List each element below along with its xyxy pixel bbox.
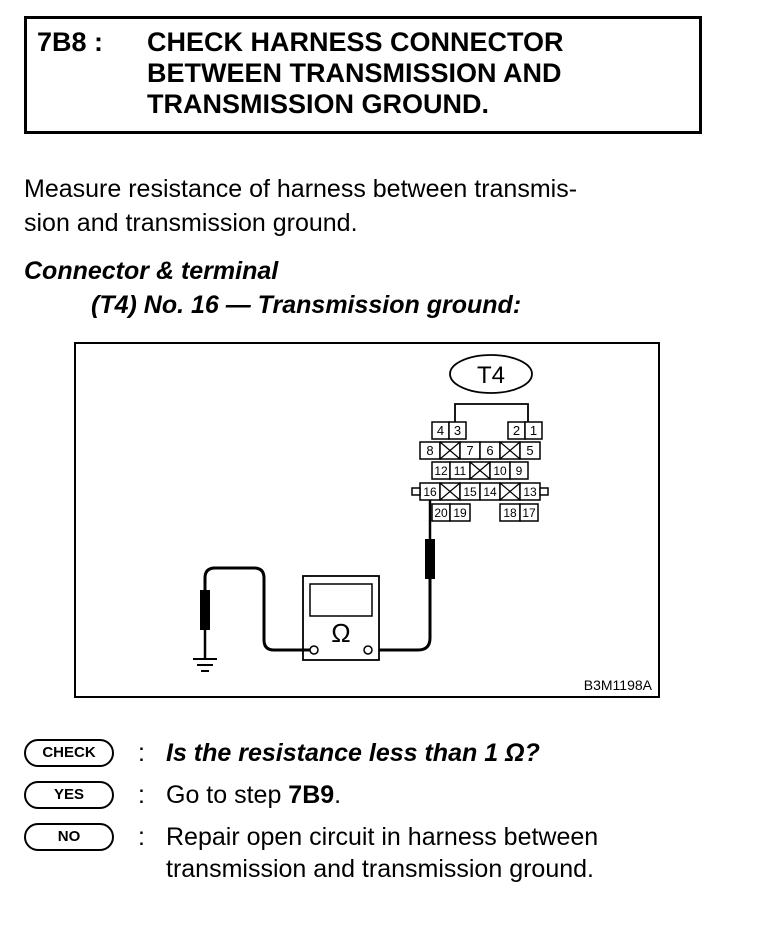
terminal-number: 12 — [434, 464, 448, 478]
meter-terminal-left — [309, 645, 319, 655]
yes-row: YES : Go to step 7B9. — [20, 779, 740, 815]
ohmmeter-display — [309, 583, 373, 617]
terminal-number: 7 — [466, 443, 473, 458]
terminal-cell — [519, 503, 539, 522]
yes-badge: YES — [24, 781, 114, 809]
check-question: Is the resistance less than 1 Ω? — [166, 739, 540, 767]
no-answer-line: transmission and transmission ground. — [166, 855, 594, 883]
terminal-cell — [509, 461, 529, 480]
no-row: NO : Repair open circuit in harness betw… — [20, 821, 740, 891]
connector-name: T4 — [477, 362, 505, 389]
check-badge: CHECK — [24, 739, 114, 767]
connector-name-oval — [449, 354, 533, 394]
terminal-number: 11 — [454, 464, 467, 478]
figure-code: B3M1198A — [584, 677, 653, 693]
ground-icon — [193, 658, 217, 672]
connector-latch — [454, 403, 529, 422]
probe-handle-left — [200, 590, 210, 630]
yes-answer-suffix: . — [334, 781, 342, 809]
step-title: CHECK HARNESS CONNECTOR BETWEEN TRANSMIS… — [147, 27, 687, 120]
terminal-number: 18 — [503, 506, 517, 520]
check-colon: : — [138, 739, 145, 767]
no-answer: Repair open circuit in harness between t… — [166, 821, 598, 885]
step-title-line: BETWEEN TRANSMISSION AND — [147, 58, 562, 88]
probe-lead-right — [372, 579, 432, 652]
no-answer-line: Repair open circuit in harness between — [166, 823, 599, 851]
yes-colon: : — [138, 781, 145, 809]
terminal-number: 10 — [493, 464, 507, 478]
wiring-diagram: T4 — [74, 342, 660, 698]
step-header-box: 7B8 : CHECK HARNESS CONNECTOR BETWEEN TR… — [24, 16, 702, 134]
empty-terminal-marks — [439, 441, 521, 501]
terminal-number: 6 — [486, 443, 493, 458]
terminal-number: 14 — [483, 485, 497, 499]
no-colon: : — [138, 823, 145, 851]
instruction-line: Measure resistance of harness between tr… — [24, 175, 578, 203]
probe-lead-left — [203, 566, 310, 652]
connector-label: Connector & terminal — [24, 257, 279, 285]
probe-handle-right — [425, 539, 435, 579]
terminal-number: 17 — [522, 506, 536, 520]
instruction-text: Measure resistance of harness between tr… — [24, 172, 724, 240]
terminal-number: 13 — [523, 485, 537, 499]
terminal-number: 5 — [526, 443, 533, 458]
terminal-number: 20 — [434, 506, 448, 520]
terminal-number: 1 — [530, 423, 537, 438]
check-row: CHECK : Is the resistance less than 1 Ω? — [20, 737, 740, 773]
terminal-number: 8 — [426, 443, 433, 458]
step-title-line: CHECK HARNESS CONNECTOR — [147, 27, 564, 57]
ohm-symbol: Ω — [331, 618, 350, 648]
terminal-number: 4 — [437, 423, 444, 438]
terminal-cell — [524, 421, 543, 440]
no-badge: NO — [24, 823, 114, 851]
connector-lock-tab — [539, 487, 549, 496]
terminal-cell — [449, 503, 471, 522]
meter-terminal-right — [363, 645, 373, 655]
terminal-number: 9 — [516, 464, 523, 478]
yes-answer-prefix: Go to step — [166, 781, 289, 809]
yes-step-ref: 7B9 — [288, 781, 335, 809]
yes-answer: Go to step 7B9. — [166, 779, 341, 811]
terminal-cell — [519, 441, 541, 460]
terminal-number: 3 — [454, 423, 461, 438]
terminal-number: 19 — [453, 506, 467, 520]
terminal-number: 2 — [513, 423, 520, 438]
step-title-line: TRANSMISSION GROUND. — [147, 89, 490, 119]
wiring-diagram-svg: T4 — [193, 354, 653, 693]
step-id: 7B8 : — [37, 27, 104, 57]
terminal-number: 16 — [423, 485, 437, 499]
terminal-cell — [448, 421, 467, 440]
terminal-number: 15 — [463, 485, 477, 499]
instruction-line: sion and transmission ground. — [24, 209, 358, 237]
connector-spec: (T4) No. 16 — Transmission ground: — [91, 291, 522, 319]
connector-lock-tab — [411, 487, 421, 496]
